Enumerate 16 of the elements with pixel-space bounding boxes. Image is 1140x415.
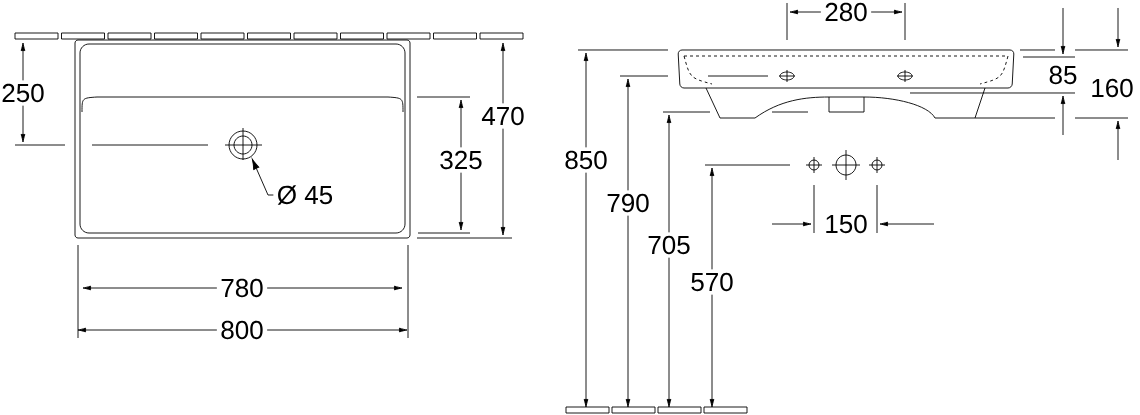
dimension-label: 470 bbox=[481, 106, 524, 126]
dimension-label: 850 bbox=[565, 150, 607, 170]
dimension-label: 85 bbox=[1049, 65, 1077, 85]
dimension-label: 790 bbox=[607, 193, 649, 213]
dimension-label: 705 bbox=[648, 235, 690, 255]
dimension-label: 325 bbox=[440, 150, 482, 170]
leader-line bbox=[251, 158, 274, 196]
dimension-label: Ø 45 bbox=[277, 185, 333, 205]
drain-hole bbox=[228, 130, 258, 160]
dimension-label: 250 bbox=[2, 83, 44, 103]
dimension-label: 800 bbox=[221, 320, 263, 340]
dimension-label: 160 bbox=[1092, 78, 1133, 98]
dimension-label: 280 bbox=[825, 2, 867, 22]
dimension-label: 150 bbox=[826, 214, 867, 234]
dimension-label: 570 bbox=[691, 272, 733, 292]
dimension-label: 780 bbox=[221, 278, 263, 298]
